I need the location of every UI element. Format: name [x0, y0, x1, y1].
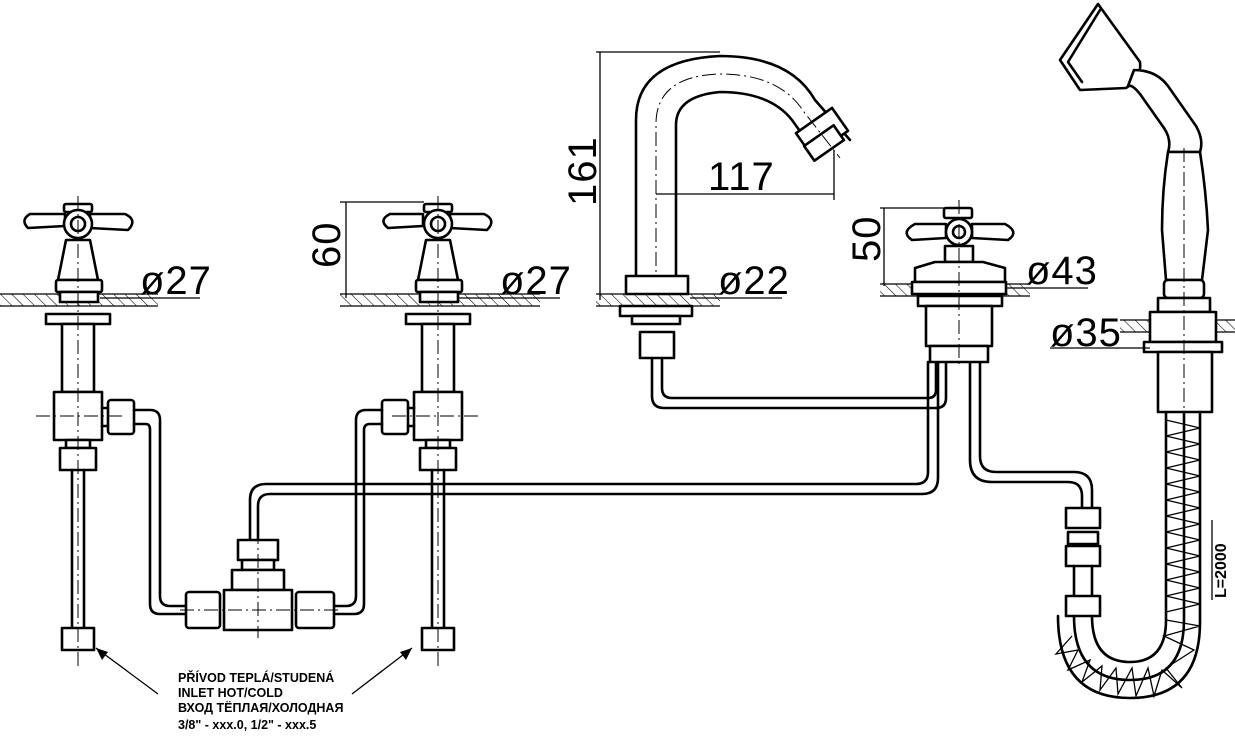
dim-h50: 50	[845, 216, 889, 263]
inlet-note-line4: 3/8" - xxx.0, 1/2" - xxx.5	[178, 718, 316, 732]
deck-hatch-spout	[596, 293, 720, 307]
dim-d35: ø35	[1050, 311, 1122, 355]
hand-shower	[1058, 2, 1224, 420]
dim-d22: ø22	[718, 259, 790, 303]
dim-d43: ø43	[1026, 249, 1098, 293]
spout	[618, 54, 852, 360]
left-valve	[23, 196, 136, 668]
diverter-valve	[905, 200, 1015, 366]
inlet-leader-arrows	[95, 647, 413, 695]
inlet-note-line1: PŘÍVOD TEPLÁ/STUDENÁ	[178, 670, 334, 685]
dimension-lines	[100, 51, 1213, 600]
inlet-note-line3: ВХОД ТЁПЛАЯ/ХОЛОДНАЯ	[178, 700, 343, 715]
dim-d27-right: ø27	[500, 259, 572, 303]
dim-hose-length: L=2000	[1213, 543, 1230, 598]
inlet-note-line2: INLET HOT/COLD	[178, 686, 283, 700]
dim-h161: 161	[561, 136, 605, 206]
inlet-note: PŘÍVOD TEPLÁ/STUDENÁ INLET HOT/COLD ВХОД…	[178, 670, 343, 732]
t-fitting	[180, 530, 340, 638]
dim-d27-left: ø27	[140, 259, 212, 303]
connecting-pipes	[132, 356, 1094, 616]
dim-h60: 60	[305, 222, 349, 269]
right-valve	[380, 196, 493, 668]
dim-w117: 117	[708, 155, 775, 199]
shower-hose	[1054, 410, 1202, 700]
